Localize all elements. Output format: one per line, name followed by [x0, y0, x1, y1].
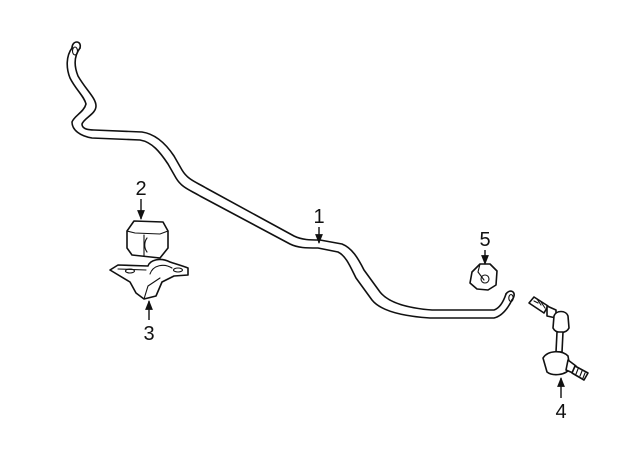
bushing-bracket[interactable] — [109, 258, 189, 300]
callout-5-label: 5 — [479, 229, 490, 251]
callout-4: 4 — [555, 377, 567, 423]
callout-5: 5 — [479, 229, 491, 265]
callout-1-label: 1 — [313, 206, 324, 228]
callout-3-label: 3 — [143, 323, 154, 345]
stabilizer-bushing[interactable] — [126, 220, 169, 259]
stabilizer-bar[interactable] — [66, 41, 515, 319]
callout-3: 3 — [143, 300, 155, 345]
callout-2-label: 2 — [135, 178, 146, 200]
callout-2: 2 — [135, 178, 147, 220]
link-nut[interactable] — [469, 263, 498, 291]
callout-1: 1 — [313, 206, 325, 244]
stabilizer-link[interactable] — [528, 296, 589, 381]
callout-4-label: 4 — [555, 401, 566, 423]
